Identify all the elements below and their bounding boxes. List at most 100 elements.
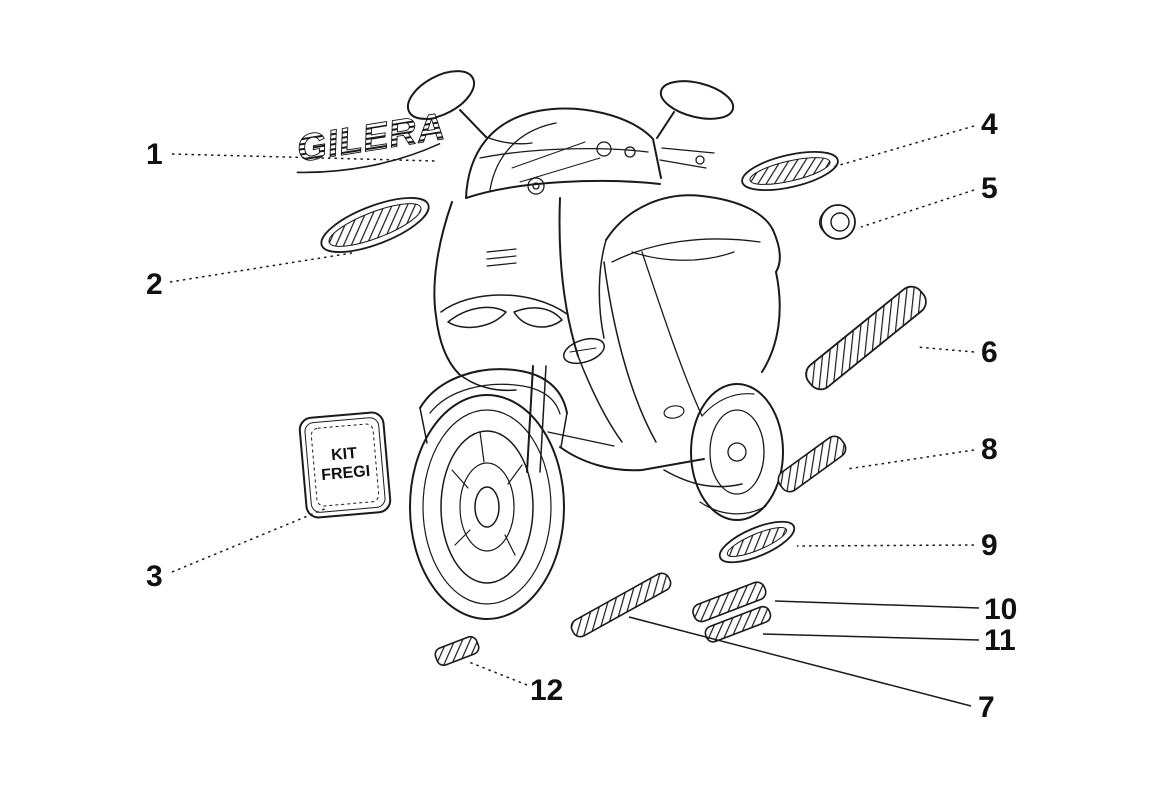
front-rim [440, 430, 534, 584]
callout-number-9: 9 [981, 529, 998, 562]
decal-part-8 [777, 435, 847, 493]
leader-lines [169, 125, 980, 707]
front-fender-outer [419, 368, 568, 414]
callout-number-7: 7 [978, 691, 995, 724]
right-mirror-stem [656, 111, 675, 139]
leader-line-5 [860, 189, 975, 228]
callout-number-2: 2 [146, 268, 163, 301]
right-mirror [659, 80, 735, 120]
windshield-inner-line [489, 122, 557, 191]
headlight-arc [440, 294, 568, 315]
leader-line-1 [171, 153, 437, 162]
decal-2-hatch [328, 203, 422, 247]
decal-7-band [570, 572, 672, 638]
decal-9-outline [718, 520, 796, 564]
leader-line-7 [628, 616, 972, 707]
leader-line-9 [796, 544, 975, 547]
decal-parts-10-11 [692, 581, 772, 643]
rear-hub [727, 442, 747, 462]
front-tire-outer [409, 394, 565, 620]
callout-number-5: 5 [981, 172, 998, 205]
spoke-4 [451, 469, 469, 489]
rear-upper-link [701, 393, 755, 417]
leader-line-8 [846, 449, 975, 470]
callout-number-4: 4 [981, 108, 998, 141]
decal-6-band [805, 285, 927, 391]
front-emblem-dot [532, 182, 540, 190]
instrument-dial-left [596, 141, 612, 157]
fairing-left-edge [433, 201, 460, 375]
vent-line-1 [486, 248, 517, 253]
rear-cowl-edge [761, 271, 781, 373]
decal-part-6 [805, 285, 927, 391]
vent-line-2 [486, 255, 517, 260]
swingarm [663, 469, 743, 488]
side-turn-signal-line [569, 347, 597, 353]
decal-9-hatch [726, 526, 788, 558]
passenger-peg [663, 405, 685, 419]
brand-logo-text: GILERA [294, 106, 448, 171]
decal-part-4 [741, 151, 839, 191]
callout-number-8: 8 [981, 433, 998, 466]
decal-2-outline [320, 197, 430, 253]
decal-brand-logo: GILERA [294, 105, 449, 174]
badge-side-arc [818, 211, 825, 233]
decal-4-outline [741, 151, 839, 191]
left-mirror [406, 70, 476, 120]
brand-logo-swoosh [296, 142, 441, 174]
kit-box-outer [298, 411, 392, 519]
rear-tire [690, 383, 784, 521]
legshield-inner [577, 355, 623, 443]
callout-number-1: 1 [146, 138, 163, 171]
front-tire-inner [422, 409, 552, 605]
backrest [772, 229, 781, 273]
scooter-illustration [406, 70, 784, 620]
dash-top-line [465, 179, 661, 199]
decal-12-band [434, 635, 480, 667]
front-fender-inner [429, 383, 561, 415]
fork-leg-front [526, 365, 534, 473]
leader-line-4 [832, 125, 975, 168]
fender-side-right [560, 412, 568, 448]
seat-top [605, 194, 774, 241]
lower-cowl [458, 373, 517, 392]
front-brake-disc [459, 462, 515, 552]
decal-part-2 [320, 197, 430, 253]
leader-line-10 [774, 600, 980, 609]
side-crease-2 [641, 251, 703, 417]
callout-number-3: 3 [146, 560, 163, 593]
fork-leg-rear [539, 365, 547, 473]
front-emblem-ring [527, 177, 545, 195]
spoke-2 [454, 529, 471, 546]
throttle-end [695, 155, 705, 165]
decal-part-12 [434, 635, 480, 667]
callout-numbers: 1 2 3 4 5 6 7 8 9 10 11 12 [146, 108, 1017, 724]
spoke-1 [479, 431, 485, 463]
callout-number-12: 12 [530, 674, 563, 707]
side-crease-1 [603, 261, 657, 443]
left-mirror-stem [459, 109, 487, 138]
brake-lever-lower [659, 159, 707, 169]
decal-8-band [777, 435, 847, 493]
badge-outer-ring [820, 204, 856, 240]
instrument-dial-right [624, 146, 636, 158]
tail-bottom [699, 501, 767, 515]
seat-bottom [611, 238, 761, 263]
leader-line-6 [916, 346, 975, 353]
floor-line [547, 431, 615, 447]
vent-line-3 [486, 262, 517, 267]
floorboard [559, 446, 705, 472]
headlight-right [513, 307, 563, 328]
side-turn-signal [562, 337, 606, 365]
leader-line-2 [169, 252, 353, 283]
part-5-badge [818, 204, 856, 240]
decal-part-9 [718, 520, 796, 564]
callout-number-10: 10 [984, 593, 1017, 626]
spoke-3 [504, 534, 516, 556]
fairing-right-edge [558, 197, 579, 357]
seat-front-edge [598, 239, 607, 339]
windshield-reflection-1 [511, 141, 586, 169]
handlebar-line [479, 147, 649, 159]
leader-line-3 [171, 507, 328, 573]
